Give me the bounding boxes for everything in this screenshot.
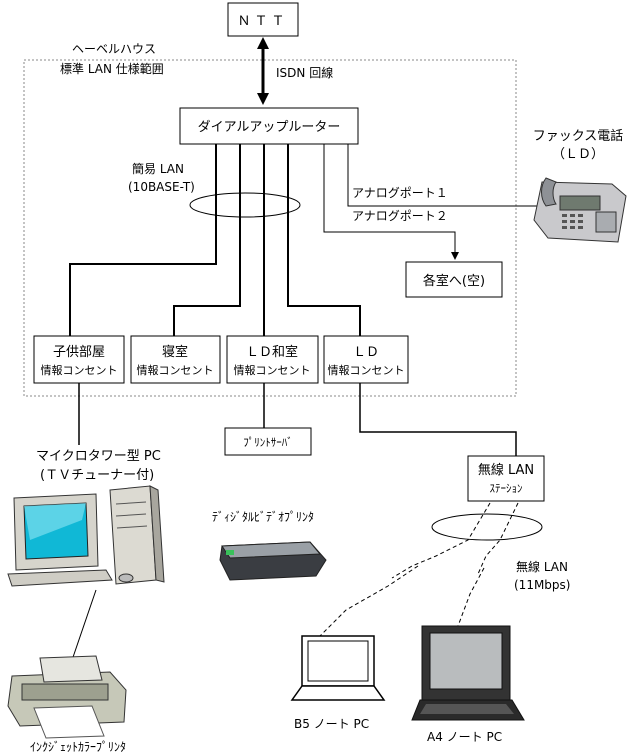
outlet-bedroom-sub: 情報コンセント: [137, 364, 214, 377]
rooms-box: [405, 261, 503, 298]
isdn-arrow-down: [257, 93, 269, 105]
print-server-box: [224, 427, 312, 456]
outlet-kids-room-name: 子供部屋: [53, 345, 105, 360]
inkjet-printer-label: ｲﾝｸｼﾞｪｯﾄｶﾗｰﾌﾟﾘﾝﾀ: [30, 740, 126, 754]
lan-label-line1: 簡易 LAN: [132, 161, 184, 176]
outlet-bedroom: 寝室 情報コンセント: [130, 335, 221, 384]
lan-cables: [69, 144, 361, 336]
wireless-lan-label-line1: 無線 LAN: [516, 559, 568, 574]
print-server-label: ﾌﾟﾘﾝﾄｻｰﾊﾞ: [243, 436, 293, 449]
inkjet-printer-icon: [7, 655, 127, 739]
wireless-ellipse: [431, 513, 543, 541]
wireless-links: [319, 502, 519, 637]
b5-notebook-pc-label: B5 ノート PC: [294, 717, 369, 731]
isdn-label: ISDN 回線: [276, 65, 333, 80]
tower-pc-label-line1: マイクロタワー型 PC: [36, 449, 161, 464]
outlet-kids-room: 子供部屋 情報コンセント: [33, 335, 125, 384]
wireless-station-label-line1: 無線 LAN: [478, 462, 534, 478]
wireless-lan-label-line2: (11Mbps): [514, 578, 570, 592]
rooms-label: 各室へ(空): [423, 273, 485, 289]
ld-to-wireless-station-line: [359, 383, 517, 456]
outlet-ld-name: ＬＤ: [353, 345, 379, 360]
analog-port-1-line: [347, 144, 540, 207]
analog-port-2-label: アナログポート２: [352, 209, 448, 223]
ntt-label: ＮＴＴ: [237, 14, 288, 29]
lan-scope-boundary: [23, 59, 517, 397]
digital-video-printer-icon: [219, 541, 327, 581]
scope-label-line2: 標準 LAN 仕様範囲: [60, 61, 164, 76]
pc-to-inkjet-line: [69, 589, 97, 667]
scope-label-line1: ヘーベルハウス: [72, 42, 156, 56]
outlet-ld-japanese-room-name: ＬＤ和室: [246, 344, 298, 360]
analog-port-1-label: アナログポート１: [352, 186, 448, 200]
lan-hub-ellipse: [189, 192, 301, 218]
b5-notebook-pc-icon: [290, 635, 386, 701]
outlet-ld: ＬＤ 情報コンセント: [323, 335, 409, 384]
outlet-ld-sub: 情報コンセント: [328, 364, 405, 377]
outlet-ld-japanese-room: ＬＤ和室 情報コンセント: [226, 335, 319, 384]
tower-pc-label-line2: (ＴＶチューナー付): [40, 468, 154, 483]
router-box: [179, 107, 359, 145]
a4-notebook-pc-icon: [411, 625, 525, 721]
outlet-bedroom-name: 寝室: [162, 344, 188, 360]
ntt-box: [227, 2, 299, 37]
fax-label-line1: ファックス電話: [533, 128, 624, 144]
lan-label-line2: (10BASE-T): [128, 180, 195, 194]
wireless-station-label-line2: ｽﾃｰｼｮﾝ: [490, 482, 523, 495]
fax-label-line2: （ＬＤ）: [552, 147, 604, 162]
router-label: ダイアルアップルーター: [198, 120, 341, 135]
fax-machine-icon: [533, 177, 627, 243]
a4-notebook-pc-label: A4 ノート PC: [427, 730, 502, 744]
digital-printer-label: ﾃﾞｨｼﾞﾀﾙﾋﾞﾃﾞｵﾌﾟﾘﾝﾀ: [212, 510, 314, 524]
wireless-station-box: [467, 455, 545, 502]
isdn-arrow-up: [257, 37, 269, 49]
outlet-ld-japanese-room-sub: 情報コンセント: [234, 364, 311, 377]
outlet-kids-room-sub: 情報コンセント: [41, 364, 118, 377]
analog-port-2-line: [323, 144, 459, 260]
tower-pc-icon: [7, 485, 165, 587]
